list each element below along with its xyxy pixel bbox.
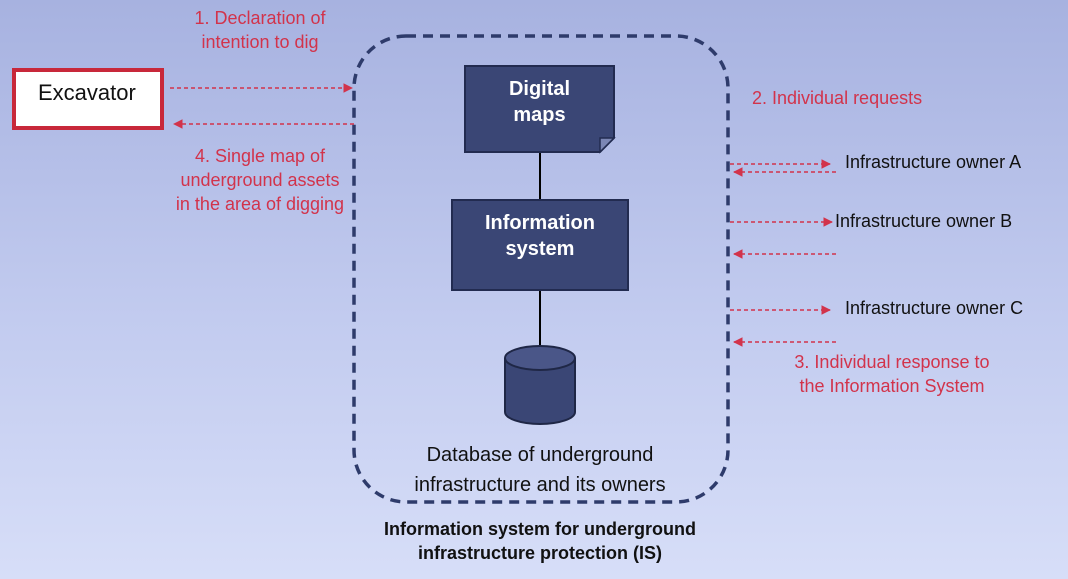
response-label: 3. Individual response to the Informatio… bbox=[762, 350, 1022, 398]
owner-a-label: Infrastructure owner A bbox=[845, 152, 1022, 172]
excavator-label: Excavator bbox=[38, 80, 136, 105]
information-system-shape bbox=[451, 199, 629, 291]
single-map-line-2: underground assets bbox=[180, 170, 340, 190]
owner-b-label: Infrastructure owner B bbox=[835, 211, 1013, 231]
information-system-line-1: Information bbox=[485, 212, 595, 234]
is-boundary bbox=[352, 34, 730, 504]
response-line-1: 3. Individual response to bbox=[794, 352, 990, 372]
information-system-label: Information system bbox=[452, 210, 628, 262]
digital-maps-line-2: maps bbox=[513, 104, 566, 126]
boundary-title-line-2: infrastructure protection (IS) bbox=[417, 543, 663, 563]
information-system-line-2: system bbox=[505, 238, 575, 260]
response-line-2: the Information System bbox=[799, 376, 985, 396]
cylinder-icon bbox=[504, 345, 576, 425]
declaration-label: 1. Declaration of intention to dig bbox=[150, 6, 370, 54]
declaration-line-2: intention to dig bbox=[201, 32, 319, 52]
owner-c-label: Infrastructure owner C bbox=[845, 298, 1024, 318]
boundary-title: Information system for underground infra… bbox=[300, 517, 780, 565]
digital-maps-label: Digital maps bbox=[465, 76, 614, 128]
database-line-1: Database of underground bbox=[426, 444, 654, 466]
database-label: Database of underground infrastructure a… bbox=[370, 440, 710, 500]
folded-page-icon bbox=[599, 137, 616, 154]
excavator-box: Excavator bbox=[12, 68, 164, 130]
single-map-line-3: in the area of digging bbox=[175, 194, 345, 214]
single-map-line-1: 4. Single map of bbox=[194, 146, 326, 166]
declaration-line-1: 1. Declaration of bbox=[194, 8, 326, 28]
single-map-label: 4. Single map of underground assets in t… bbox=[150, 144, 370, 216]
requests-label: 2. Individual requests bbox=[752, 88, 923, 108]
digital-maps-line-1: Digital bbox=[508, 78, 571, 100]
database-line-2: infrastructure and its owners bbox=[414, 474, 666, 496]
boundary-title-line-1: Information system for underground bbox=[383, 519, 696, 539]
